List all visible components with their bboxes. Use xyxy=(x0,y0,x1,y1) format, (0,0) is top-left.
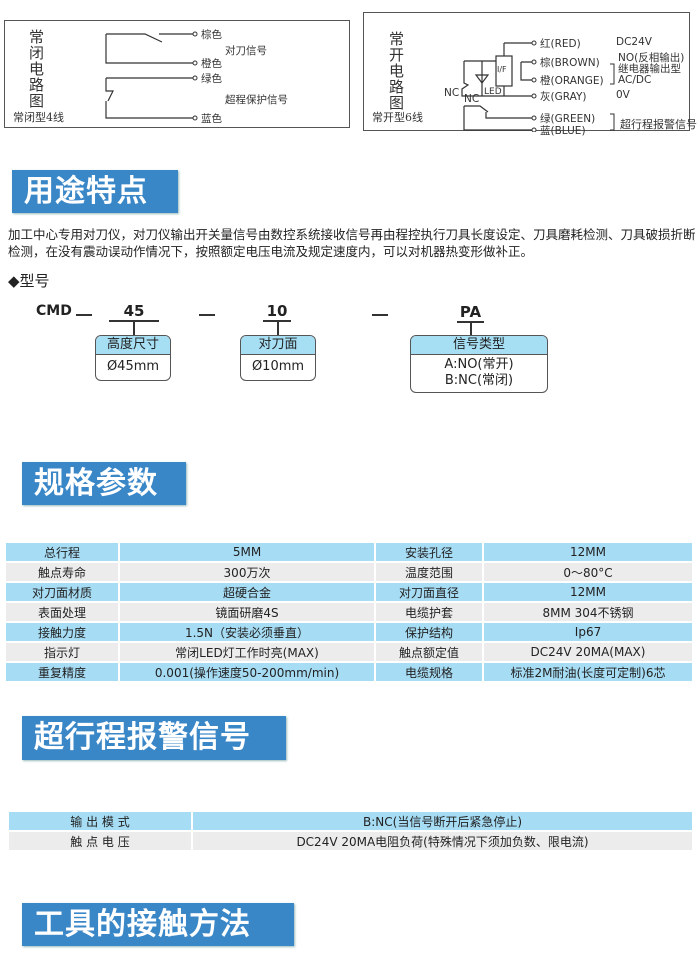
spec-label: 表面处理 xyxy=(6,603,118,621)
section-title-overtravel: 超行程报警信号 xyxy=(22,716,286,760)
spec-value: 300万次 xyxy=(120,563,374,581)
wire-green: 绿(GREEN) xyxy=(540,113,596,125)
spec-value: 常闭LED灯工作时亮(MAX) xyxy=(120,643,374,661)
spec-value: 12MM xyxy=(484,583,692,601)
spec-value: 超硬合金 xyxy=(120,583,374,601)
note-dc24v: DC24V xyxy=(616,36,652,48)
spec-label: 指示灯 xyxy=(6,643,118,661)
section-title-usage: 用途特点 xyxy=(12,170,178,213)
spec-value: DC24V 20MA电阻负荷(特殊情况下须加负数、限电流) xyxy=(193,832,692,850)
model-code-face: 10 xyxy=(263,302,291,322)
nc-circuit-diagram: 常闭电路图 常闭型4线 棕色 橙色 绿色 蓝色 对刀信号 超程保护信号 xyxy=(4,20,350,128)
spec-label: 总行程 xyxy=(6,543,118,561)
spec-value: 0.001(操作速度50-200mm/min) xyxy=(120,663,374,681)
wire-red: 红(RED) xyxy=(540,38,581,50)
connector xyxy=(133,322,135,336)
diagram-subtitle: 常开型6线 xyxy=(372,111,423,124)
signal-tool-setting: 对刀信号 xyxy=(225,45,267,57)
alarm-signal: 超行程报警信号 xyxy=(620,118,697,131)
spec-label: 接触力度 xyxy=(6,623,118,641)
spec-label: 对刀面材质 xyxy=(6,583,118,601)
label-nc-alarm: NC xyxy=(464,93,480,105)
wire-brown: 棕(BROWN) xyxy=(540,57,600,69)
spec-label: 电缆护套 xyxy=(376,603,482,621)
wire-blue: 蓝(BLUE) xyxy=(540,125,586,137)
part-label: 高度尺寸 xyxy=(96,336,170,355)
spec-label: 触点寿命 xyxy=(6,563,118,581)
model-part-height: 高度尺寸 Ø45mm xyxy=(95,335,171,381)
part-label: 对刀面 xyxy=(241,336,315,355)
wire-gray: 灰(GRAY) xyxy=(540,91,587,103)
spec-value: 5MM xyxy=(120,543,374,561)
spec-value: 1.5N（安装必须垂直） xyxy=(120,623,374,641)
label-if: I/F xyxy=(497,65,507,74)
spec-value: 镜面研磨4S xyxy=(120,603,374,621)
section-title-specs: 规格参数 xyxy=(22,462,186,505)
spec-value: 标准2M耐油(长度可定制)6芯 xyxy=(484,663,692,681)
wire-brown: 棕色 xyxy=(201,29,222,41)
spec-value: 8MM 304不锈钢 xyxy=(484,603,692,621)
wire-orange: 橙(ORANGE) xyxy=(540,75,604,87)
part-value: B:NC(常闭) xyxy=(444,373,514,388)
separator xyxy=(372,314,388,316)
separator xyxy=(76,314,92,316)
spec-value: 0～80°C xyxy=(484,563,692,581)
spec-label: 保护结构 xyxy=(376,623,482,641)
connector xyxy=(470,323,472,336)
spec-label: 触点额定值 xyxy=(376,643,482,661)
spec-value: B:NC(当信号断开后紧急停止) xyxy=(193,812,692,830)
model-code-signal: PA xyxy=(457,303,484,323)
spec-label: 温度范围 xyxy=(376,563,482,581)
spec-value: DC24V 20MA(MAX) xyxy=(484,643,692,661)
model-part-signal: 信号类型 A:NO(常开) B:NC(常闭) xyxy=(410,335,548,393)
spec-label: 电缆规格 xyxy=(376,663,482,681)
part-value: Ø45mm xyxy=(106,359,160,374)
signal-overtravel: 超程保护信号 xyxy=(225,94,288,106)
spec-value: 12MM xyxy=(484,543,692,561)
connector xyxy=(277,322,279,336)
note-no: NO(反相输出) xyxy=(618,52,685,64)
spec-label: 输 出 模 式 xyxy=(9,812,191,830)
model-prefix: CMD xyxy=(36,303,72,319)
spec-label: 安装孔径 xyxy=(376,543,482,561)
model-code-height: 45 xyxy=(109,302,159,322)
diagram-title: 常闭电路图 xyxy=(29,28,45,110)
part-value: A:NO(常开) xyxy=(444,357,514,372)
wire-green: 绿色 xyxy=(201,73,222,85)
no-wiring-svg xyxy=(461,40,615,132)
spec-label: 重复精度 xyxy=(6,663,118,681)
wire-blue: 蓝色 xyxy=(201,113,222,125)
note-0v: 0V xyxy=(616,89,630,101)
note-acdc: AC/DC xyxy=(618,74,652,86)
part-label: 信号类型 xyxy=(411,336,547,355)
part-value: Ø10mm xyxy=(251,359,305,374)
model-heading: ◆型号 xyxy=(8,272,50,290)
spec-label: 对刀面直径 xyxy=(376,583,482,601)
note-relay: 继电器输出型 xyxy=(618,63,681,75)
model-part-face: 对刀面 Ø10mm xyxy=(240,335,316,381)
wire-orange: 橙色 xyxy=(201,58,222,70)
diagram-subtitle: 常闭型4线 xyxy=(13,111,64,124)
label-led: LED xyxy=(484,87,502,97)
separator xyxy=(199,314,215,316)
diagram-title: 常开电路图 xyxy=(389,30,405,112)
usage-description: 加工中心专用对刀仪，对刀仪输出开关量信号由数控系统接收信号再由程控执行刀具长度设… xyxy=(8,227,696,259)
spec-value: Ip67 xyxy=(484,623,692,641)
no-circuit-diagram: 常开电路图 常开型6线 NC NC LED I/F 红(RED) 棕(BROWN… xyxy=(363,12,697,137)
nc-wiring-svg xyxy=(105,31,198,121)
spec-label: 触 点 电 压 xyxy=(9,832,191,850)
section-title-contact-method: 工具的接触方法 xyxy=(22,903,294,946)
label-nc: NC xyxy=(444,87,460,99)
